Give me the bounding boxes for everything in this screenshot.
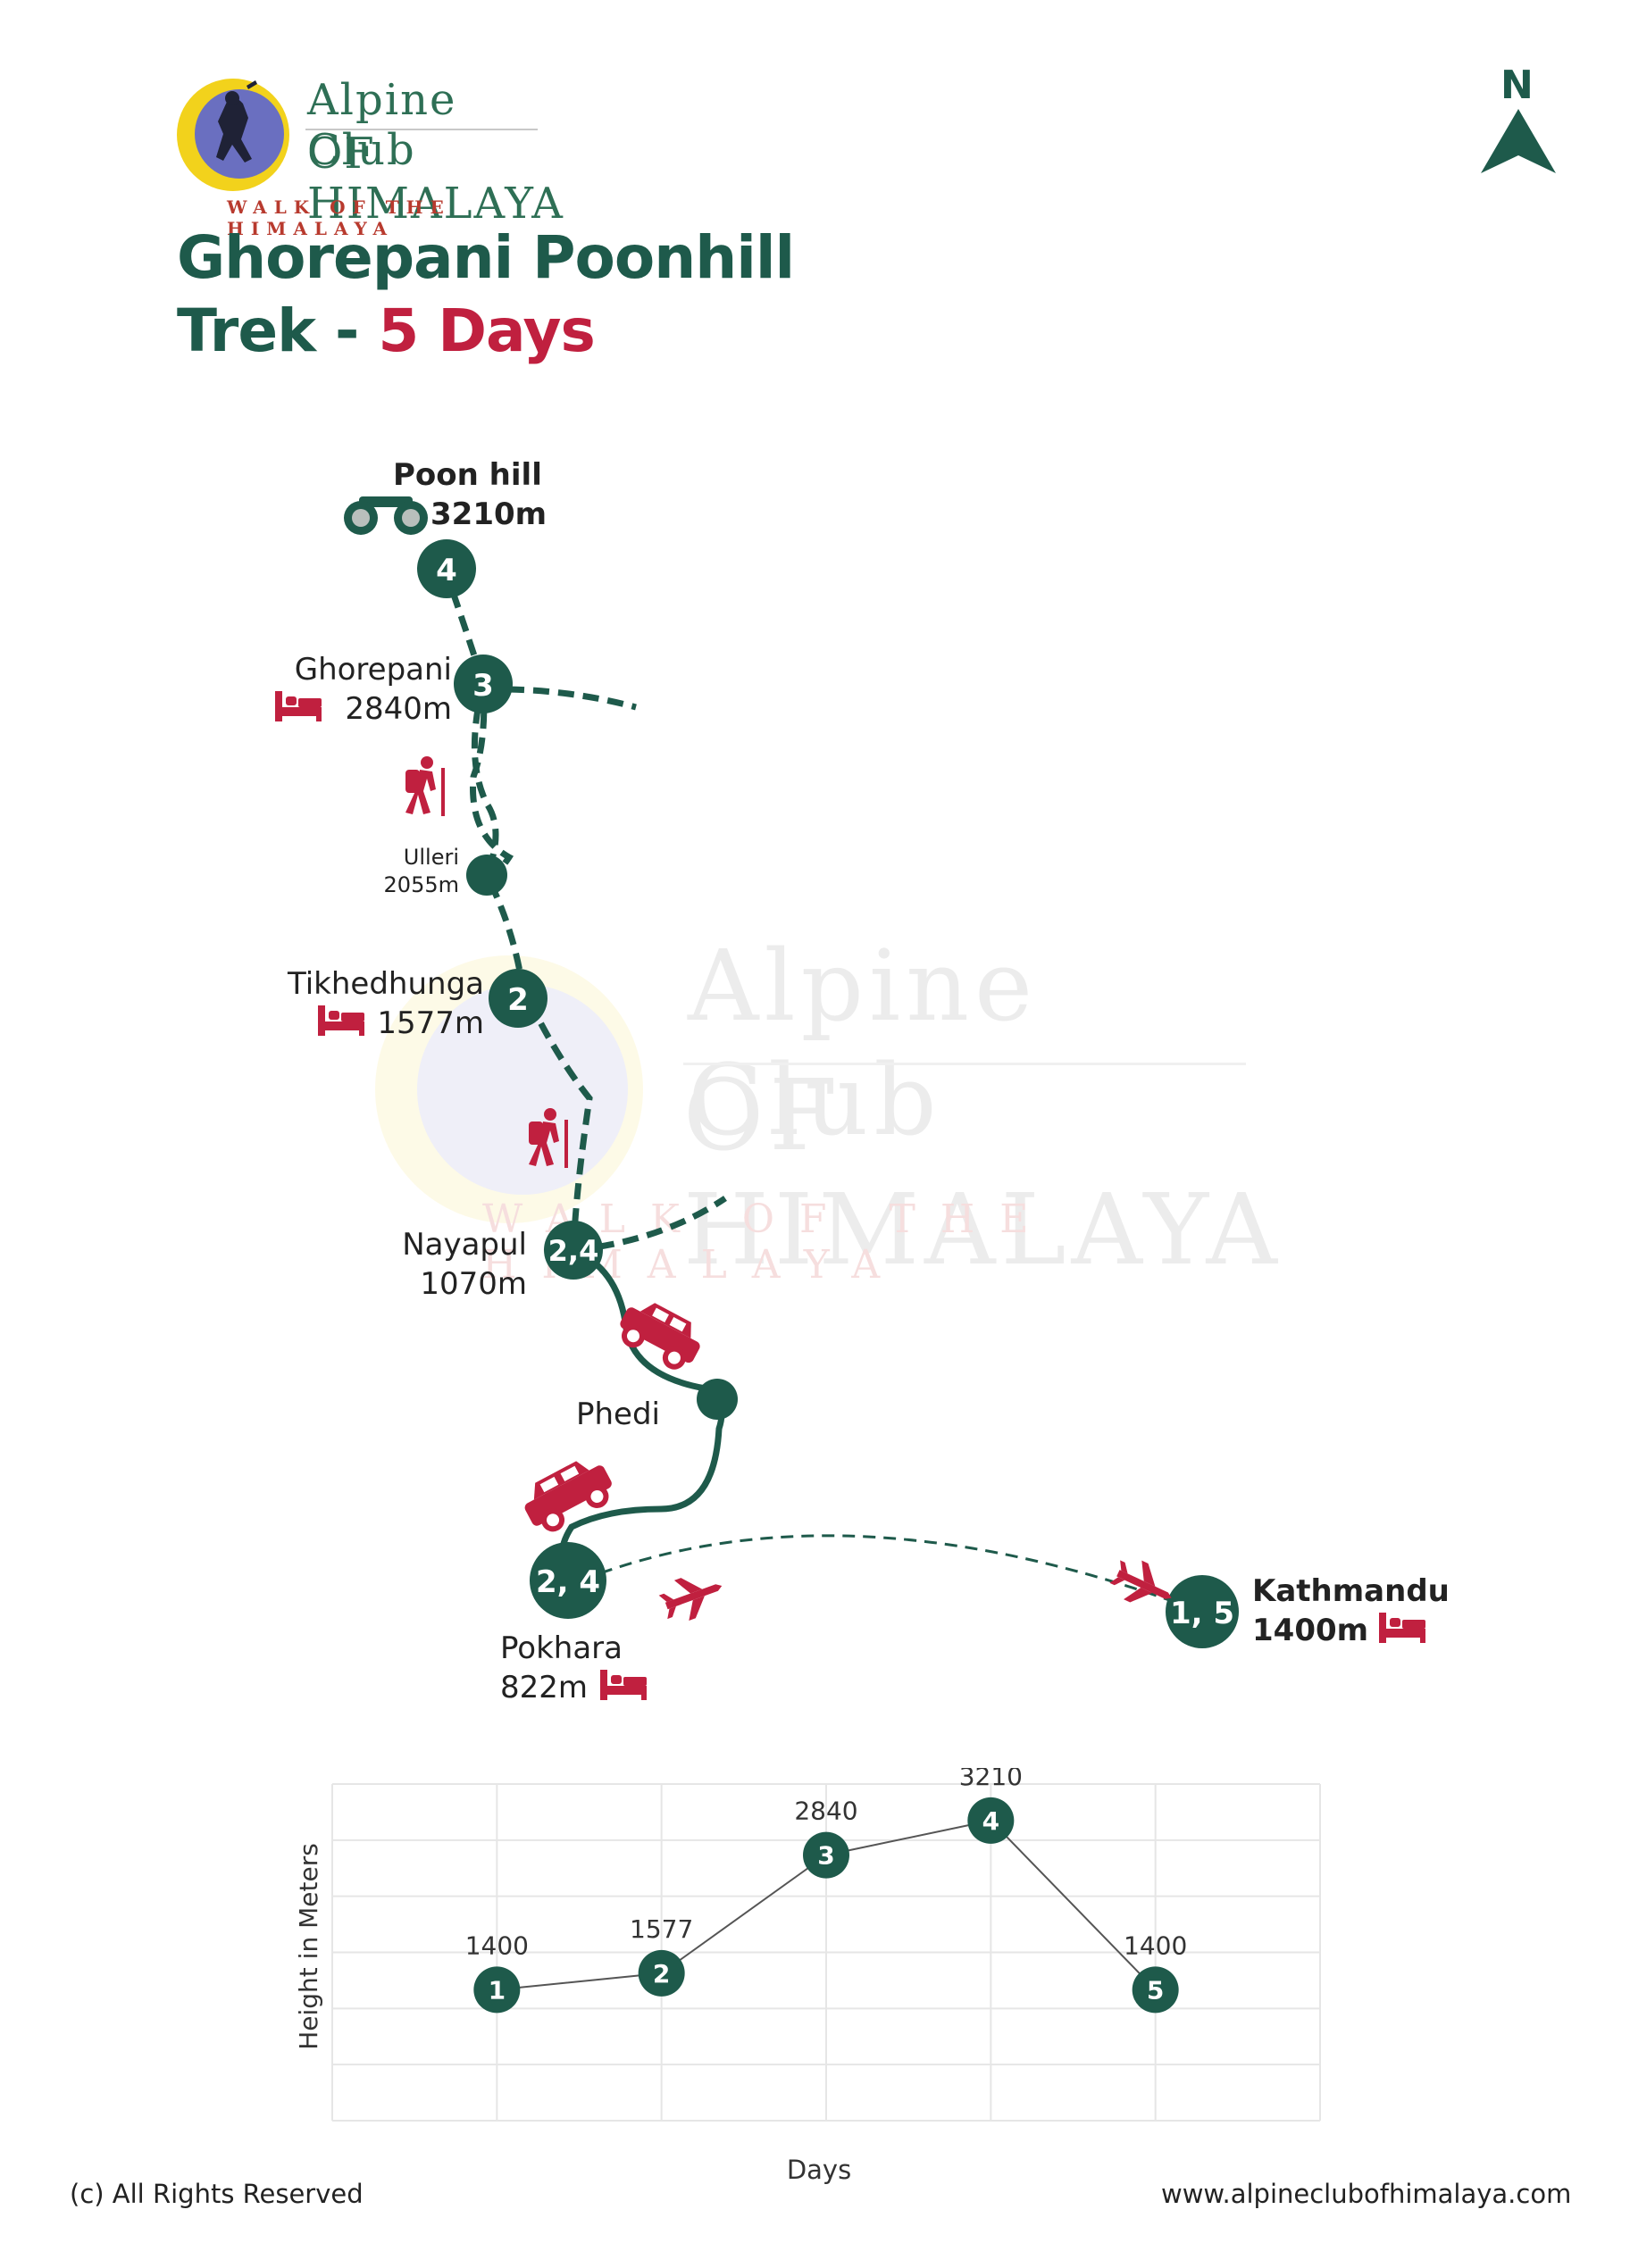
data-value-label: 1577 (630, 1914, 693, 1944)
side-route-ghorepani (482, 686, 637, 711)
watermark-line-1: Alpine Club (688, 929, 1039, 1157)
chart-ylabel: Height in Meters (294, 1843, 323, 2050)
place-altitude: 1400m (1252, 1613, 1369, 1648)
chart-points: 1 1400 2 1577 3 2840 4 3210 5 1400 (465, 1768, 1187, 2014)
bed-icon (318, 1005, 364, 1036)
place-label-ghorepani: Ghorepani 2840m (277, 650, 452, 729)
node-pokhara: 2, 4 (530, 1542, 606, 1619)
place-name: Pokhara (500, 1630, 623, 1666)
data-point-label: 5 (1147, 1975, 1164, 2005)
node-day-label: 4 (436, 553, 457, 588)
logo: Alpine Club OF HIMALAYA WALK OF THE HIMA… (175, 75, 568, 239)
place-altitude: 822m (500, 1670, 589, 1705)
logo-divider (305, 129, 538, 130)
page-title: Ghorepani Poonhill Trek - 5 Days (177, 221, 795, 368)
place-label-tikhedhunga: Tikhedhunga 1577m (261, 964, 484, 1043)
elevation-chart: 1 1400 2 1577 3 2840 4 3210 5 1400 Height in Mete… (294, 1768, 1321, 2185)
data-point (803, 1831, 849, 1879)
place-altitude: 1070m (420, 1266, 527, 1302)
watermark: Alpine Club OF HIMALAYA WALK OF THE HIMA… (366, 929, 1304, 1288)
compass-label: N (1500, 63, 1534, 108)
hiker-icon (405, 756, 445, 816)
data-point-label: 3 (817, 1841, 834, 1871)
node-day-label: 1, 5 (1170, 1596, 1234, 1631)
title-line-1: Ghorepani Poonhill (177, 223, 795, 292)
trek-route-ulleri-link (471, 682, 499, 877)
north-compass: N (1474, 63, 1563, 179)
data-value-label: 3210 (959, 1768, 1023, 1791)
place-name: Ghorepani (294, 652, 452, 688)
bed-icon (600, 1670, 647, 1700)
node-day-label: 2 (507, 982, 529, 1018)
data-point (473, 1966, 521, 2014)
data-point (1132, 1966, 1179, 2014)
jeep-icon (524, 1461, 612, 1532)
place-altitude: 1577m (377, 1005, 484, 1041)
place-altitude: 2840m (345, 691, 452, 727)
place-name: Kathmandu (1252, 1573, 1450, 1609)
place-label-poon-hill: Poon hill 3210m (393, 455, 547, 534)
node-day-label: 2,4 (548, 1234, 599, 1268)
hiker-icon (529, 1108, 568, 1168)
logo-tagline: WALK OF THE HIMALAYA (227, 196, 451, 239)
data-point-label: 4 (982, 1806, 999, 1836)
data-value-label: 1400 (1124, 1930, 1187, 1960)
jeep-icon (620, 1303, 700, 1370)
title-prefix: Trek - (177, 296, 379, 365)
node-ulleri (466, 855, 507, 896)
website-link[interactable]: www.alpineclubofhimalaya.com (1161, 2179, 1572, 2209)
place-altitude: 2055m (383, 872, 459, 897)
place-name: Tikhedhunga (288, 966, 484, 1002)
data-point-label: 2 (653, 1959, 670, 1989)
title-line-2: Trek - 5 Days (177, 295, 794, 368)
node-poon-hill: 4 (417, 539, 476, 598)
place-label-ulleri: Ulleri 2055m (366, 844, 459, 899)
data-value-label: 2840 (794, 1797, 857, 1826)
plane-icon (658, 1578, 723, 1621)
logo-line-1: Alpine Club (307, 75, 457, 175)
place-label-kathmandu: Kathmandu 1400m (1252, 1572, 1450, 1650)
chart-grid (331, 1783, 1321, 2122)
side-route-nayapul (573, 1196, 727, 1254)
node-nayapul: 2,4 (544, 1221, 603, 1280)
place-altitude: 3210m (430, 496, 548, 532)
node-tikhedhunga: 2 (489, 969, 548, 1028)
node-day-label: 2, 4 (536, 1564, 600, 1600)
logo-emblem (177, 79, 289, 191)
flight-route (599, 1534, 1202, 1613)
node-phedi (697, 1379, 738, 1420)
place-name: Nayapul (402, 1227, 527, 1263)
place-label-pokhara: Pokhara 822m (500, 1629, 623, 1707)
title-highlight: 5 Days (378, 296, 595, 365)
data-point (638, 1949, 685, 1997)
node-ghorepani: 3 (454, 655, 513, 713)
plane-icon (1109, 1560, 1172, 1603)
node-day-label: 3 (472, 668, 494, 704)
place-name: Poon hill (393, 457, 542, 493)
place-label-phedi: Phedi (576, 1395, 660, 1434)
place-name: Ulleri (403, 845, 459, 870)
watermark-line-2: OF HIMALAYA (683, 1058, 1283, 1287)
node-kathmandu: 1, 5 (1166, 1575, 1239, 1648)
watermark-emblem (375, 955, 643, 1223)
data-point (967, 1797, 1015, 1844)
copyright-text: (c) All Rights Reserved (70, 2179, 364, 2209)
data-point-label: 1 (489, 1975, 506, 2005)
watermark-divider (683, 1063, 1246, 1065)
place-name: Phedi (576, 1397, 660, 1432)
chart-xlabel: Days (787, 2155, 851, 2185)
bed-icon (275, 691, 322, 721)
place-label-nayapul: Nayapul 1070m (384, 1225, 527, 1304)
bed-icon (1379, 1613, 1425, 1643)
route-map: 4 3 2 2,4 2, 4 1, 5 (275, 496, 1425, 1700)
logo-line-2: OF HIMALAYA (307, 129, 564, 229)
binoculars-icon (344, 496, 428, 535)
north-arrow-icon (1481, 109, 1556, 173)
data-value-label: 1400 (465, 1930, 529, 1960)
